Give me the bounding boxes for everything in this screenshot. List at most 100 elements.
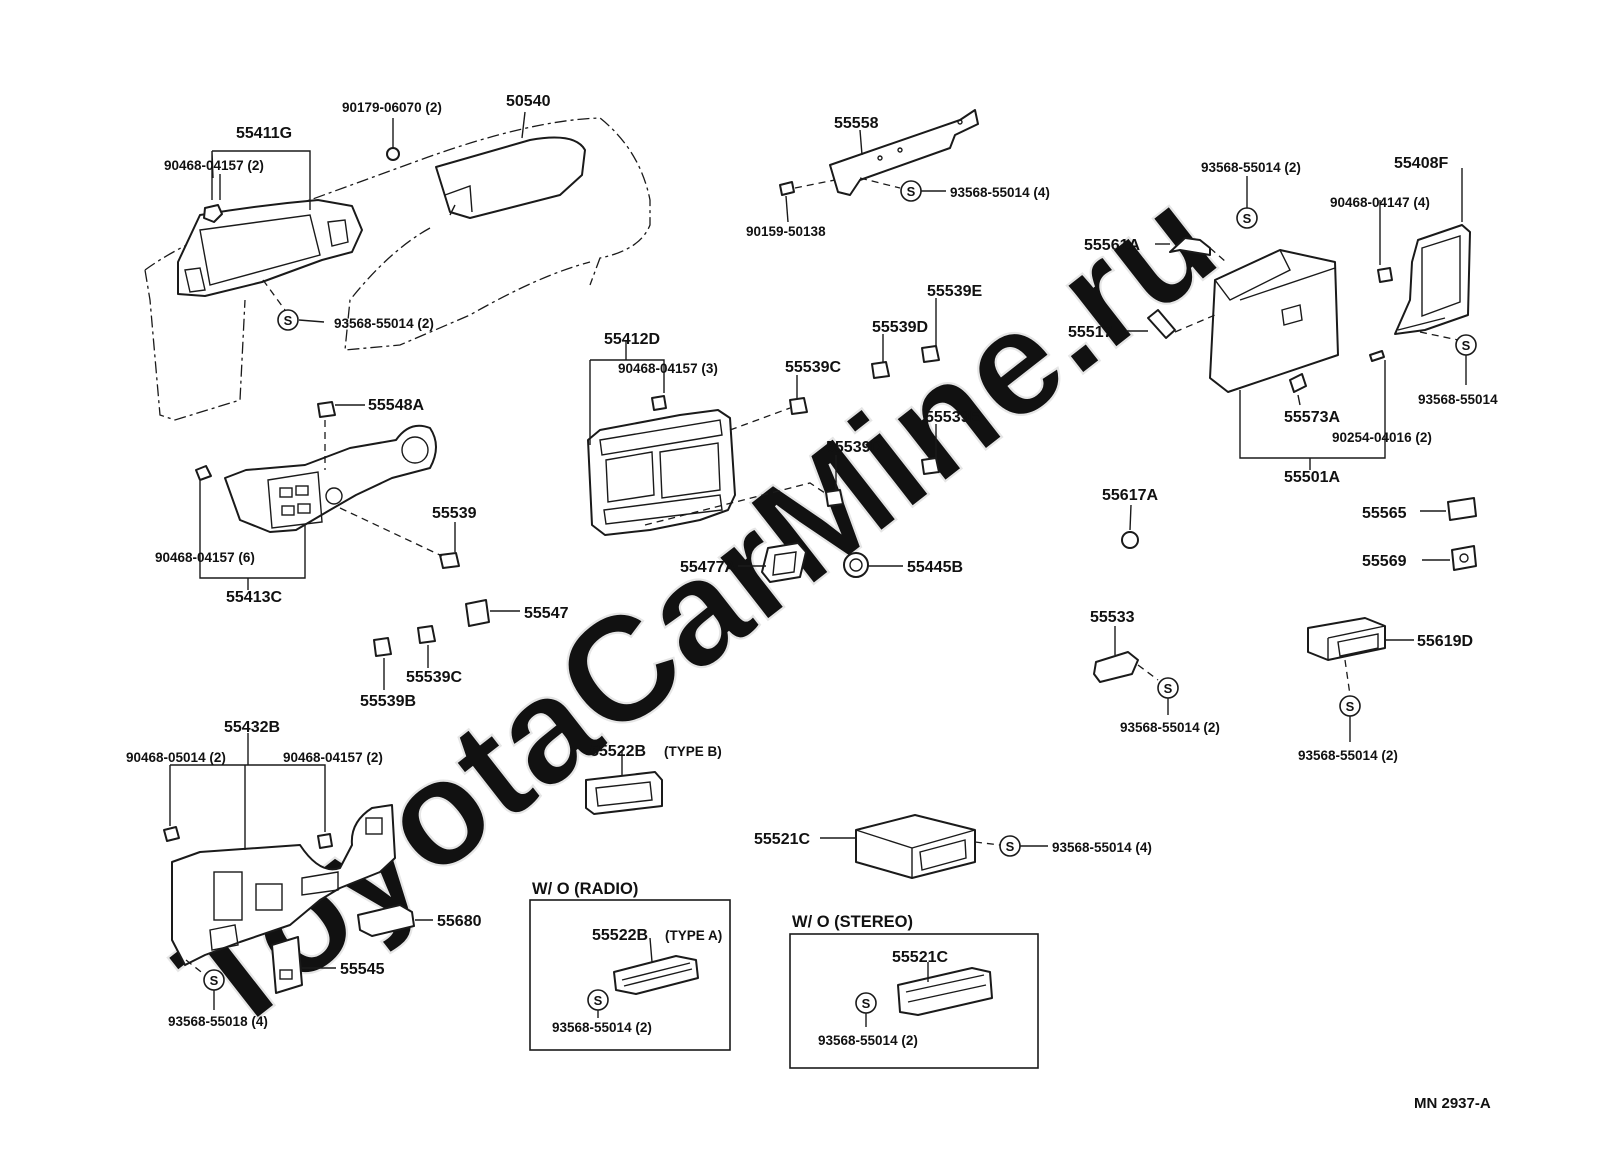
label-55545: 55545: [340, 961, 385, 978]
label-55522b-type-a-suffix: (TYPE A): [665, 928, 722, 943]
label-93568-55014-radio: 93568-55014 (2): [552, 1020, 652, 1035]
label-55501a: 55501A: [1284, 469, 1340, 486]
label-55411g: 55411G: [236, 125, 292, 142]
clip-90468-04157-6: [195, 465, 212, 481]
label-90468-04157-2b: 90468-04157 (2): [283, 750, 383, 765]
cap-55565: [1447, 497, 1477, 521]
screw-symbol-lower-left: S: [203, 969, 225, 991]
right-small-parts-group: 55617A 55565 55569 S 55533 93568-55014 (…: [1090, 487, 1477, 763]
box-without-stereo: [789, 933, 1039, 1069]
label-55517: 55517: [1068, 324, 1113, 341]
clip-90179-06070: [386, 147, 400, 161]
lower-panel-55432b: [171, 804, 396, 966]
switch-55539b: [373, 637, 392, 657]
cover-55522b-type-a: [613, 955, 699, 995]
label-55521c-stereo: 55521C: [892, 949, 948, 966]
latch-55573a: [1289, 373, 1307, 393]
screw-symbol-55619d: S: [1339, 695, 1361, 717]
pin-90254-04016: [1369, 350, 1385, 362]
center-cluster-group: 55412D 90468-04157 (3) 55539C 55539D 555…: [587, 283, 982, 583]
screw-symbol-dash: S: [277, 309, 299, 331]
glove-box-group: S S 93568-55014 (2) 55408F 90468-04147 (…: [1068, 155, 1498, 486]
label-55547: 55547: [524, 605, 569, 622]
label-55539d-b: 55539D: [826, 439, 882, 456]
lamp-55533: [1093, 651, 1139, 683]
screw-symbol-glovebox: S: [1236, 207, 1258, 229]
label-55617a: 55617A: [1102, 487, 1158, 504]
cover-55545: [271, 936, 303, 994]
label-55539c-a: 55539C: [406, 669, 462, 686]
bracket-55558: [829, 109, 979, 196]
clip-90468-04147: [1377, 267, 1393, 283]
label-55432b: 55432B: [224, 719, 280, 736]
svg-text:S: S: [594, 993, 603, 1008]
switch-55539e-b: [921, 457, 940, 475]
box-55619d: [1307, 617, 1386, 661]
label-55539b: 55539B: [360, 693, 416, 710]
label-55561a: 55561A: [1084, 237, 1140, 254]
label-55569: 55569: [1362, 553, 1407, 570]
label-55619d: 55619D: [1417, 633, 1473, 650]
clip-90468-05014: [163, 826, 180, 842]
label-55680: 55680: [437, 913, 482, 930]
label-90468-05014: 90468-05014 (2): [126, 750, 226, 765]
label-93568-55014-4b: 93568-55014 (4): [1052, 840, 1152, 855]
label-93568-55014-single: 93568-55014: [1418, 392, 1498, 407]
switch-55539d-b: [825, 489, 844, 507]
svg-text:S: S: [1164, 681, 1173, 696]
label-55573a: 55573A: [1284, 409, 1340, 426]
lower-panel-group: S 55432B 90468-05014 (2) 90468-04157 (2)…: [126, 719, 482, 1029]
label-55445b: 55445B: [907, 559, 963, 576]
switch-55539e-a: [921, 345, 940, 363]
svg-text:S: S: [210, 973, 219, 988]
bracket-group: S 55558 93568-55014 (4) 90159-50138: [746, 109, 1050, 239]
label-93568-55014-2c: 93568-55014 (2): [1120, 720, 1220, 735]
glove-box-frame-55408f: [1394, 224, 1471, 335]
label-93568-55014-2d: 93568-55014 (2): [1298, 748, 1398, 763]
switch-55547: [465, 599, 490, 627]
radio-cover-group: 55522B (TYPE B) S 55521C 93568-55014 (4)…: [529, 743, 1152, 1069]
label-55565: 55565: [1362, 505, 1407, 522]
svg-text:S: S: [1346, 699, 1355, 714]
label-90179-06070: 90179-06070 (2): [342, 100, 442, 115]
vent-55477a: [761, 542, 807, 583]
cluster-finish-panel-55413c: [224, 424, 437, 533]
label-93568-55014-stereo: 93568-55014 (2): [818, 1033, 918, 1048]
label-55539d-a: 55539D: [872, 319, 928, 336]
box-without-stereo-title: W/ O (STEREO): [792, 913, 913, 931]
screw-symbol-55533: S: [1157, 677, 1179, 699]
label-55522b-type-a: 55522B: [592, 927, 648, 944]
screw-symbol-55408f: S: [1455, 334, 1477, 356]
cap-55569: [1451, 545, 1477, 571]
switch-55539: [439, 552, 460, 569]
label-55413c: 55413C: [226, 589, 282, 606]
label-55477a: 55477A: [680, 559, 736, 576]
svg-text:S: S: [1006, 839, 1015, 854]
clip-90468-04157-a: [203, 204, 223, 223]
label-93568-55014-2b: 93568-55014 (2): [1201, 160, 1301, 175]
label-55539e-b: 55539E: [925, 409, 980, 426]
label-55412d: 55412D: [604, 331, 660, 348]
label-55548a: 55548A: [368, 397, 424, 414]
screw-symbol-bracket: S: [900, 180, 922, 202]
screw-symbol-stereo: S: [855, 992, 877, 1014]
bezel-55680: [357, 904, 415, 937]
clip-90468-04157-3: [651, 395, 667, 411]
instrument-panel-group: S 55411G 90468-04157 (2) 90179-06070 (2)…: [144, 93, 651, 421]
label-90159-50138: 90159-50138: [746, 224, 826, 239]
clip-90468-04157-b: [317, 833, 333, 849]
switch-55539d-a: [871, 361, 890, 379]
label-55408f: 55408F: [1394, 155, 1448, 172]
screw-symbol-55521c: S: [999, 835, 1021, 857]
knob-55445b: [843, 552, 869, 578]
svg-text:S: S: [907, 184, 916, 199]
ashtray-knob-55617a: [1121, 531, 1139, 549]
box-without-radio: [529, 899, 731, 1051]
label-55521c: 55521C: [754, 831, 810, 848]
label-55522b-type-b-suffix: (TYPE B): [664, 744, 722, 759]
svg-text:S: S: [1243, 211, 1252, 226]
switch-55548a: [317, 401, 336, 418]
label-90468-04147: 90468-04147 (4): [1330, 195, 1430, 210]
label-90468-04157-2a: 90468-04157 (2): [164, 158, 264, 173]
